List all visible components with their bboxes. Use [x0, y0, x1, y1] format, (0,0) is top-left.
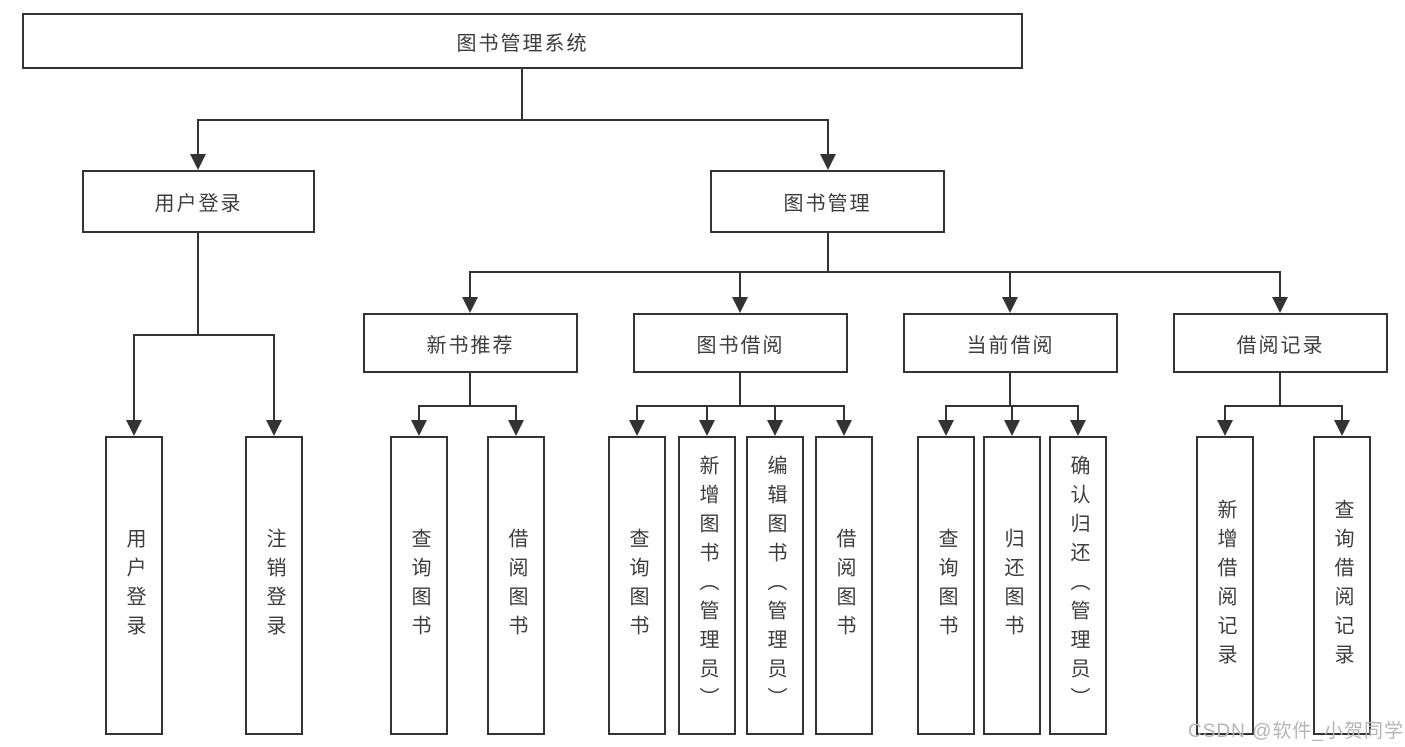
node-leaf-add-book-admin: 新增图书（管理员）	[678, 436, 736, 735]
arrow-to-user-login	[197, 119, 199, 154]
node-book-management-label: 图书管理	[783, 193, 872, 215]
connector-book-management-rail	[469, 271, 1281, 273]
watermark: CSDN @软件_小贺同学	[1188, 721, 1404, 742]
node-leaf-add-borrow-record-label: 新增借阅记录	[1214, 498, 1236, 673]
connector-root-rail	[197, 119, 829, 121]
connector-book-borrow-stem	[739, 373, 741, 407]
node-leaf-borrow-books-2-label: 借阅图书	[833, 527, 855, 644]
node-leaf-return-books-label: 归还图书	[1001, 527, 1023, 644]
node-leaf-add-book-admin-label: 新增图书（管理员）	[696, 455, 718, 716]
connector-user-login-stem	[197, 233, 199, 335]
arrow-to-leaf-user-login	[133, 334, 135, 420]
node-leaf-query-borrow-record: 查询借阅记录	[1313, 436, 1371, 735]
node-leaf-edit-book-admin: 编辑图书（管理员）	[746, 436, 804, 735]
connector-new-book-rail	[418, 405, 517, 407]
arrow-to-borrow-books-1	[515, 405, 517, 420]
arrow-to-query-books-3	[945, 405, 947, 420]
node-new-book-recommend: 新书推荐	[363, 313, 578, 373]
node-leaf-return-books: 归还图书	[983, 436, 1041, 735]
arrow-to-borrow-books-2	[843, 405, 845, 420]
arrow-to-query-books-2	[636, 405, 638, 420]
arrow-to-book-management	[827, 119, 829, 154]
arrow-to-borrow-records	[1279, 271, 1281, 297]
node-user-login: 用户登录	[82, 170, 315, 233]
node-leaf-borrow-books-2: 借阅图书	[815, 436, 873, 735]
node-new-book-recommend-label: 新书推荐	[426, 334, 515, 357]
connector-borrow-records-stem	[1279, 373, 1281, 407]
node-leaf-confirm-return-admin: 确认归还（管理员）	[1049, 436, 1107, 735]
node-user-login-label: 用户登录	[154, 193, 243, 215]
node-leaf-query-books-3-label: 查询图书	[935, 527, 957, 644]
arrow-to-confirm-return	[1077, 405, 1079, 420]
node-leaf-query-books-2-label: 查询图书	[626, 527, 648, 644]
node-leaf-query-books-2: 查询图书	[608, 436, 666, 735]
connector-current-borrow-stem	[1009, 373, 1011, 407]
arrow-to-return-books	[1011, 405, 1013, 420]
connector-user-login-rail	[133, 334, 275, 336]
node-leaf-borrow-books-1: 借阅图书	[487, 436, 545, 735]
node-leaf-edit-book-admin-label: 编辑图书（管理员）	[764, 455, 786, 716]
node-current-borrow: 当前借阅	[903, 313, 1118, 373]
node-leaf-add-borrow-record: 新增借阅记录	[1196, 436, 1254, 735]
connector-book-management-stem	[827, 233, 829, 273]
arrow-to-edit-book	[774, 405, 776, 420]
connector-new-book-stem	[469, 373, 471, 407]
node-root: 图书管理系统	[22, 13, 1023, 69]
node-book-borrow: 图书借阅	[633, 313, 848, 373]
node-leaf-query-books-1: 查询图书	[390, 436, 448, 735]
node-current-borrow-label: 当前借阅	[966, 334, 1055, 357]
node-leaf-user-login: 用户登录	[105, 436, 163, 735]
arrow-to-new-book-recommend	[469, 271, 471, 297]
connector-borrow-records-rail	[1224, 405, 1343, 407]
node-leaf-user-login-label: 用户登录	[123, 527, 145, 644]
node-root-label: 图书管理系统	[456, 32, 589, 55]
node-leaf-confirm-return-admin-label: 确认归还（管理员）	[1067, 455, 1089, 716]
arrow-to-query-borrow-record	[1341, 405, 1343, 420]
node-leaf-query-borrow-record-label: 查询借阅记录	[1331, 498, 1353, 673]
arrow-to-add-book	[706, 405, 708, 420]
node-leaf-borrow-books-1-label: 借阅图书	[505, 527, 527, 644]
node-book-borrow-label: 图书借阅	[696, 334, 785, 357]
node-leaf-logout-label: 注销登录	[263, 527, 285, 644]
arrow-to-book-borrow	[739, 271, 741, 297]
arrow-to-leaf-logout	[273, 334, 275, 420]
connector-root-stem	[521, 69, 523, 120]
node-leaf-logout: 注销登录	[245, 436, 303, 735]
node-borrow-records-label: 借阅记录	[1236, 334, 1325, 357]
node-borrow-records: 借阅记录	[1173, 313, 1388, 373]
node-leaf-query-books-3: 查询图书	[917, 436, 975, 735]
arrow-to-add-borrow-record	[1224, 405, 1226, 420]
arrow-to-query-books-1	[418, 405, 420, 420]
arrow-to-current-borrow	[1009, 271, 1011, 297]
node-book-management: 图书管理	[710, 170, 945, 233]
node-leaf-query-books-1-label: 查询图书	[408, 527, 430, 644]
connector-book-borrow-rail	[636, 405, 845, 407]
